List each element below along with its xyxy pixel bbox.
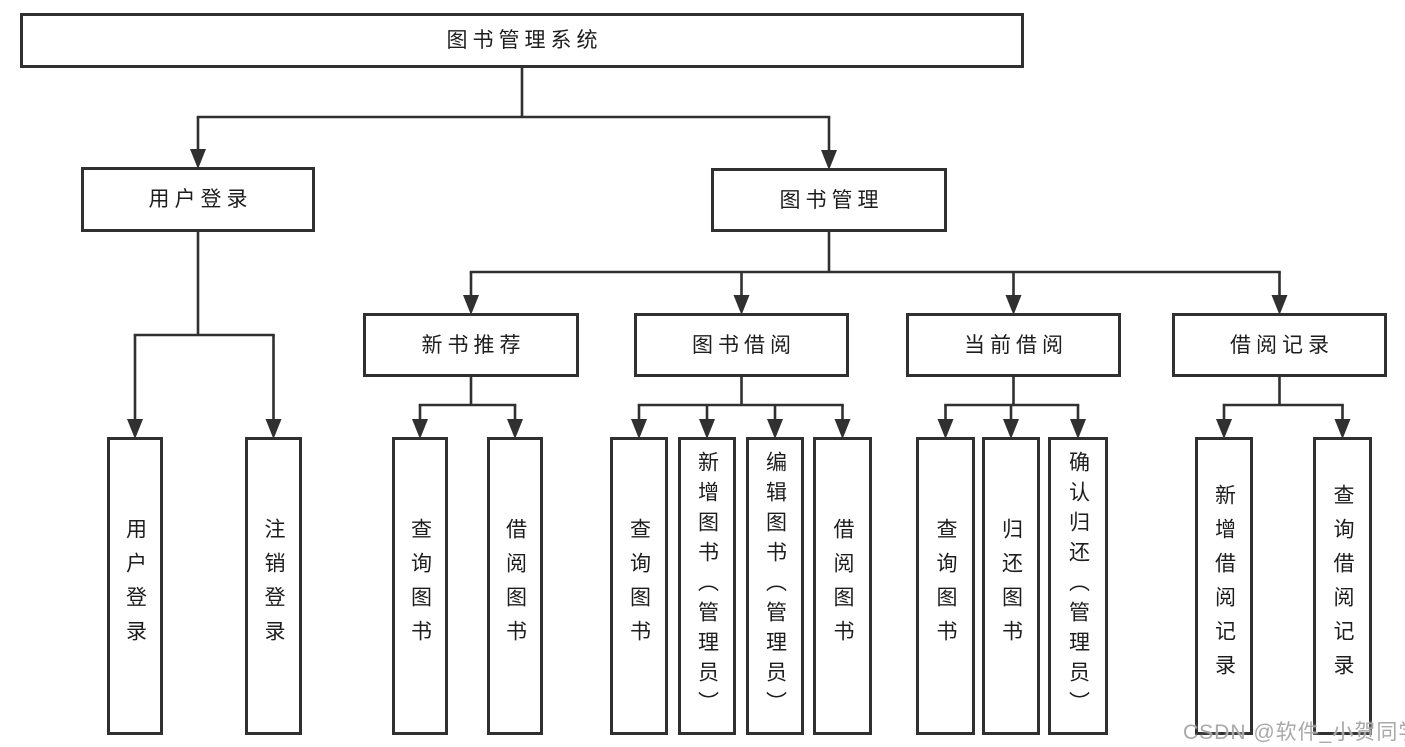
node-nbr-borrow-book: 借阅图书 <box>487 437 543 735</box>
node-borrow-records: 借阅记录 <box>1172 313 1387 377</box>
node-label: 图书借阅 <box>692 333 796 357</box>
node-label: 图书管理系统 <box>446 29 603 52</box>
node-new-book-rec: 新书推荐 <box>363 313 579 377</box>
node-label: 新增借阅记录 <box>1212 484 1236 688</box>
node-root: 图书管理系统 <box>20 13 1024 68</box>
node-bb-add-book-admin: 新增图书（管理员） <box>678 437 736 735</box>
node-label: 查询图书 <box>627 518 651 654</box>
node-label: 归还图书 <box>999 518 1023 654</box>
node-label: 编辑图书（管理员） <box>763 451 787 721</box>
node-book-borrow: 图书借阅 <box>634 313 849 377</box>
watermark: CSDN @软件_小贺同学 <box>1183 721 1405 744</box>
node-label: 用户登录 <box>123 518 147 654</box>
node-label: 用户登录 <box>148 188 253 211</box>
node-label: 注销登录 <box>262 518 285 654</box>
node-label: 新增图书（管理员） <box>695 451 719 721</box>
node-br-query-record: 查询借阅记录 <box>1313 437 1372 735</box>
node-logout-leaf: 注销登录 <box>245 437 302 735</box>
node-label: 借阅记录 <box>1230 333 1334 357</box>
node-bb-query-book: 查询图书 <box>610 437 668 735</box>
node-label: 借阅图书 <box>831 518 854 654</box>
node-label: 查询图书 <box>408 518 432 654</box>
node-label: 当前借阅 <box>964 333 1068 357</box>
node-label: 查询图书 <box>934 518 957 654</box>
node-book-mgmt: 图书管理 <box>711 168 947 232</box>
node-cb-query-book: 查询图书 <box>916 437 975 735</box>
node-current-borrow: 当前借阅 <box>906 313 1121 377</box>
node-br-add-record: 新增借阅记录 <box>1195 437 1253 735</box>
node-user-login: 用户登录 <box>81 167 315 232</box>
node-cb-confirm-return-admin: 确认归还（管理员） <box>1048 437 1108 735</box>
node-label: 查询借阅记录 <box>1331 484 1354 688</box>
node-label: 确认归还（管理员） <box>1066 451 1090 721</box>
node-bb-borrow-book: 借阅图书 <box>813 437 872 735</box>
node-cb-return-book: 归还图书 <box>982 437 1040 735</box>
node-label: 新书推荐 <box>421 333 526 357</box>
node-nbr-query-book: 查询图书 <box>392 437 448 735</box>
node-bb-edit-book-admin: 编辑图书（管理员） <box>746 437 804 735</box>
node-label: 借阅图书 <box>503 518 527 654</box>
node-user-login-leaf: 用户登录 <box>107 437 163 735</box>
node-label: 图书管理 <box>779 188 884 212</box>
